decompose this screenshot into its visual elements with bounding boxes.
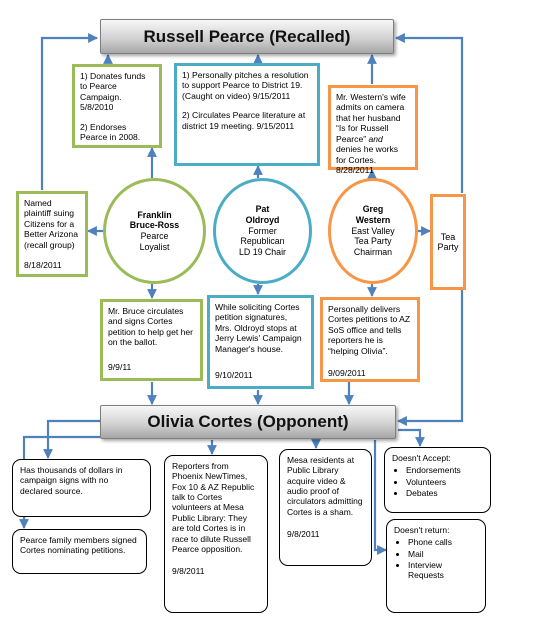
tea-party-line-1: Tea <box>440 232 456 242</box>
pat-role-2: Republican <box>240 236 285 247</box>
greg-top-text: Mr. Western's wife admits on camera that… <box>336 92 410 176</box>
arrow-cortes-to-signs <box>43 419 100 459</box>
doesnt-accept-box: Doesn't Accept: Endorsements Volunteers … <box>384 447 491 513</box>
pat-role-3: LD 19 Chair <box>239 247 286 258</box>
campaign-signs-text: Has thousands of dollars in campaign sig… <box>20 465 123 496</box>
target-banner: Russell Pearce (Recalled) <box>100 19 394 54</box>
reporters-box: Reporters from Phoenix NewTimes, Fox 10 … <box>164 455 268 613</box>
franklin-role-1: Pearce <box>140 231 169 241</box>
arrow-cortes-to-return <box>373 440 387 555</box>
plaintiff-box: Named plaintiff suing Citizens for a Bet… <box>16 191 88 277</box>
franklin-last-name: Bruce-Ross <box>129 220 180 231</box>
greg-top-emphasis: and <box>368 133 383 144</box>
greg-role-3: Chairman <box>353 247 393 258</box>
greg-top-date: 8/28/2011 <box>336 165 374 176</box>
greg-last-name: Western <box>355 214 391 225</box>
franklin-first-name: Franklin <box>137 209 172 220</box>
greg-role-1: East Valley <box>351 225 395 236</box>
franklin-top-box: 1) Donates funds to Pearce Campaign. 5/8… <box>72 64 162 148</box>
arrow-tea-to-cortes <box>397 290 464 426</box>
pat-top-item-1: 1) Personally pitches a resolution to su… <box>182 70 309 101</box>
doesnt-accept-item: Debates <box>406 488 483 498</box>
greg-middle-box: Personally delivers Cortes petitions to … <box>320 297 420 382</box>
greg-middle-date: 9/09/2011 <box>328 368 366 379</box>
franklin-oval: Franklin Bruce-Ross Pearce Loyalist <box>103 178 206 284</box>
campaign-signs-box: Has thousands of dollars in campaign sig… <box>12 459 151 517</box>
library-proof-box: Mesa residents at Public Library acquire… <box>279 449 372 566</box>
doesnt-return-list: Phone calls Mail Interview Requests <box>408 537 478 580</box>
plaintiff-text: Named plaintiff suing Citizens for a Bet… <box>24 198 78 250</box>
franklin-middle-date: 9/9/11 <box>108 361 132 372</box>
pat-oval: Pat Oldroyd Former Republican LD 19 Chai… <box>213 178 312 284</box>
arrow-plaintiff-to-pearce <box>40 33 98 190</box>
family-petitions-box: Pearce family members signed Cortes nomi… <box>12 529 147 574</box>
franklin-middle-box: Mr. Bruce circulates and signs Cortes pe… <box>100 299 203 381</box>
doesnt-accept-item: Endorsements <box>406 465 483 475</box>
library-proof-text: Mesa residents at Public Library acquire… <box>287 455 363 517</box>
plaintiff-date: 8/18/2011 <box>24 260 62 271</box>
tea-party-box: Tea Party <box>430 194 466 290</box>
greg-first-name: Greg <box>362 204 384 215</box>
doesnt-return-item: Interview Requests <box>408 560 478 581</box>
opponent-title: Olivia Cortes (Opponent) <box>147 412 349 431</box>
doesnt-return-item: Phone calls <box>408 537 478 547</box>
opponent-banner: Olivia Cortes (Opponent) <box>100 405 396 439</box>
greg-oval: Greg Western East Valley Tea Party Chair… <box>328 178 418 284</box>
greg-middle-text: Personally delivers Cortes petitions to … <box>328 304 411 356</box>
franklin-top-item-2: 2) Endorses Pearce in 2008. <box>80 121 141 143</box>
doesnt-accept-title: Doesn't Accept: <box>392 453 451 463</box>
doesnt-return-box: Doesn't return: Phone calls Mail Intervi… <box>386 519 486 613</box>
pat-top-box: 1) Personally pitches a resolution to su… <box>174 63 320 166</box>
pat-first-name: Pat <box>255 204 270 215</box>
greg-role-2: Tea Party <box>354 236 392 247</box>
franklin-role-2: Loyalist <box>139 241 170 252</box>
pat-last-name: Oldroyd <box>245 214 280 225</box>
family-petitions-text: Pearce family members signed Cortes nomi… <box>20 535 137 556</box>
greg-top-box: Mr. Western's wife admits on camera that… <box>328 85 418 175</box>
pat-top-item-2: 2) Circulates Pearce literature at distr… <box>182 110 306 131</box>
reporters-text: Reporters from Phoenix NewTimes, Fox 10 … <box>172 461 255 554</box>
doesnt-return-item: Mail <box>408 549 478 559</box>
tea-party-line-2: Party <box>437 242 459 252</box>
pat-middle-box: While soliciting Cortes petition signatu… <box>207 295 314 389</box>
doesnt-accept-list: Endorsements Volunteers Debates <box>406 465 483 498</box>
franklin-top-item-1: 1) Donates funds to Pearce Campaign. 5/8… <box>80 71 146 113</box>
reporters-date: 9/8/2011 <box>172 566 205 577</box>
pat-role-1: Former <box>248 225 277 236</box>
doesnt-return-title: Doesn't return: <box>394 525 450 535</box>
doesnt-accept-item: Volunteers <box>406 477 483 487</box>
library-proof-date: 9/8/2011 <box>287 529 320 540</box>
pat-middle-text: While soliciting Cortes petition signatu… <box>215 302 302 354</box>
greg-top-line-2: denies he works for Cortes. <box>336 144 399 165</box>
arrow-cortes-to-accept <box>398 428 425 447</box>
greg-top-line-1: Mr. Western's wife admits on camera that… <box>336 92 406 144</box>
target-title: Russell Pearce (Recalled) <box>143 26 351 46</box>
pat-middle-date: 9/10/2011 <box>215 370 253 381</box>
franklin-middle-text: Mr. Bruce circulates and signs Cortes pe… <box>108 306 194 348</box>
arrow-tea-to-pearce <box>395 33 464 193</box>
